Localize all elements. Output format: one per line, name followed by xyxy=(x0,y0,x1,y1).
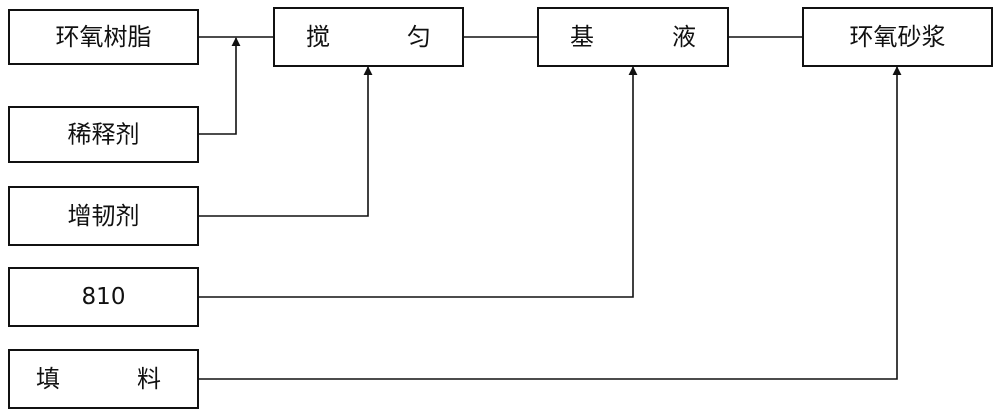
node-diluent-label: 稀释剂 xyxy=(68,121,140,149)
node-stir-label-right: 匀 xyxy=(407,23,431,51)
node-810: 810 xyxy=(8,267,199,327)
node-epoxy-mortar-label: 环氧砂浆 xyxy=(850,23,946,51)
node-base-liquid: 基 液 xyxy=(537,7,729,67)
arrow-toughener-to-stir xyxy=(198,66,373,217)
node-stir: 搅 匀 xyxy=(273,7,464,67)
arrow-filler-to-mortar xyxy=(198,66,902,380)
node-filler-label-left: 填 xyxy=(36,365,60,393)
node-toughener-label: 增韧剂 xyxy=(68,202,140,230)
node-filler: 填 料 xyxy=(8,349,199,409)
arrow-diluent-to-resin-line xyxy=(198,37,241,135)
node-epoxy-resin: 环氧树脂 xyxy=(8,9,199,65)
node-810-label: 810 xyxy=(82,284,126,310)
arrow-810-to-base xyxy=(198,66,638,298)
node-filler-label-right: 料 xyxy=(137,365,161,393)
node-base-liquid-label-left: 基 xyxy=(570,23,594,51)
node-stir-label-left: 搅 xyxy=(306,23,330,51)
node-epoxy-mortar: 环氧砂浆 xyxy=(802,7,993,67)
node-epoxy-resin-label: 环氧树脂 xyxy=(56,23,152,51)
node-base-liquid-label-right: 液 xyxy=(672,23,696,51)
node-diluent: 稀释剂 xyxy=(8,106,199,163)
node-toughener: 增韧剂 xyxy=(8,186,199,246)
